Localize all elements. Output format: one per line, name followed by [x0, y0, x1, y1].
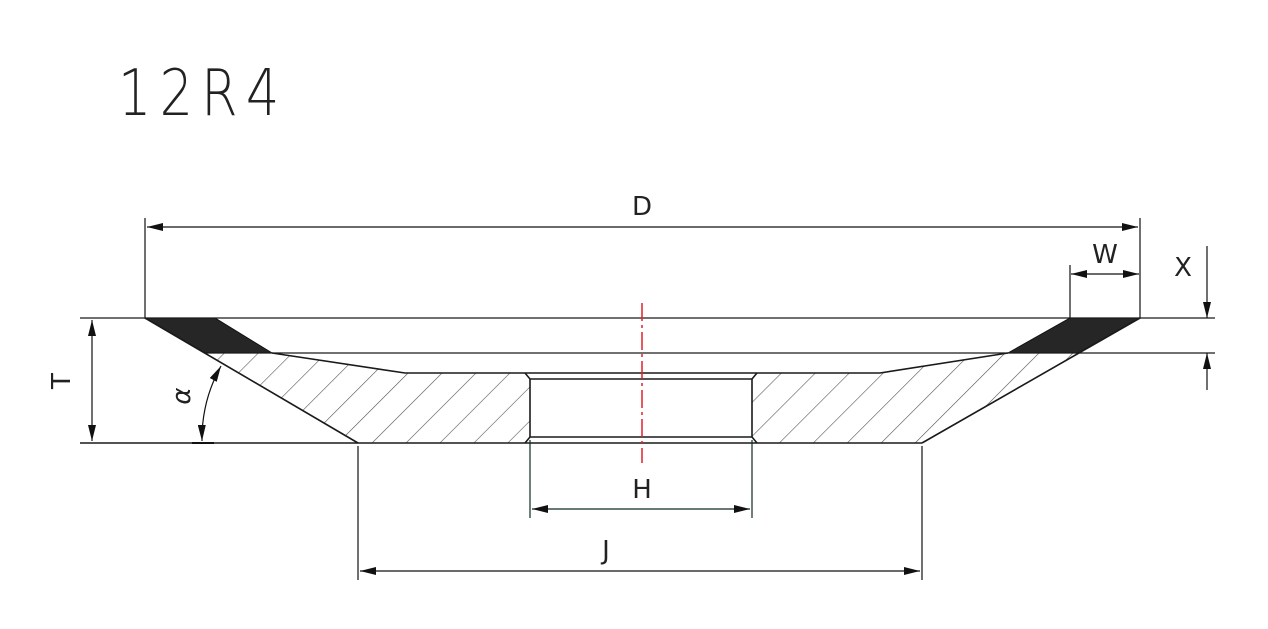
- abrasive-layer-left: [143, 317, 274, 354]
- dimension-W: [1069, 265, 1139, 318]
- dimension-label-T: T: [47, 373, 77, 390]
- dimension-label-X: X: [1174, 253, 1192, 283]
- drawing-title: 12R4: [118, 57, 288, 131]
- dimension-D: [144, 218, 1141, 318]
- dimension-label-D: D: [632, 192, 652, 222]
- dimension-J: [357, 446, 923, 580]
- dimension-label-J: J: [600, 536, 610, 566]
- abrasive-layer-right: [1006, 317, 1142, 354]
- dimension-label-W: W: [1092, 240, 1118, 270]
- wheel-body-right-section: [752, 353, 1078, 443]
- wheel-body-left-section: [205, 353, 530, 443]
- dimension-label-alpha: α: [167, 387, 197, 404]
- dimension-label-H: H: [632, 475, 652, 505]
- dimension-alpha: [192, 365, 222, 444]
- wheel-outline: [80, 317, 1215, 444]
- dimension-H: [529, 440, 753, 518]
